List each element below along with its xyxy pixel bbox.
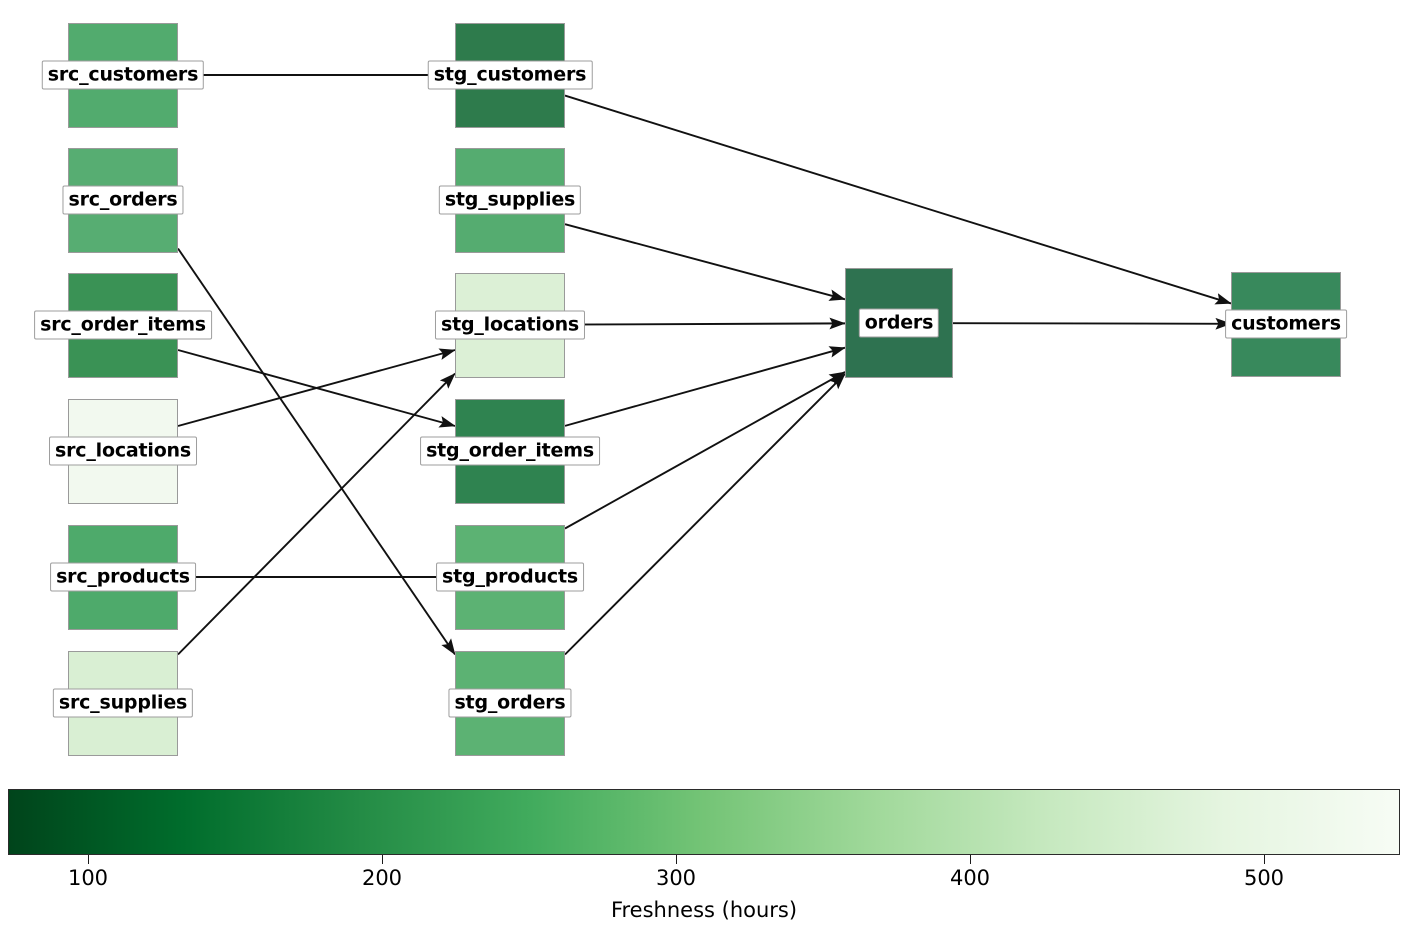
edge-stg_customers-to-customers (564, 94, 1232, 305)
node-label-stg_locations[interactable]: stg_locations (434, 310, 586, 340)
colorbar-tick-500 (1264, 855, 1266, 864)
colorbar-axis-label: Freshness (hours) (610, 898, 798, 922)
node-label-src_customers[interactable]: src_customers (41, 60, 205, 90)
freshness-colorbar[interactable] (8, 789, 1400, 855)
node-label-stg_customers[interactable]: stg_customers (427, 60, 593, 90)
colorbar-tick-label-500: 500 (1243, 866, 1285, 890)
colorbar-tick-100 (88, 855, 90, 864)
colorbar-tick-400 (970, 855, 972, 864)
node-label-src_locations[interactable]: src_locations (49, 436, 197, 466)
edge-stg_orders-to-orders (564, 373, 846, 656)
node-label-stg_supplies[interactable]: stg_supplies (438, 185, 582, 215)
colorbar-tick-label-100: 100 (67, 866, 109, 890)
edge-src_orders-to-stg_orders (177, 247, 456, 656)
node-label-src_supplies[interactable]: src_supplies (52, 688, 194, 718)
colorbar-tick-label-300: 300 (655, 866, 697, 890)
colorbar-gradient-strip (8, 789, 1400, 855)
colorbar-tick-label-200: 200 (361, 866, 403, 890)
edge-src_supplies-to-stg_locations (177, 372, 456, 656)
edge-stg_products-to-orders (564, 371, 846, 530)
node-label-stg_orders[interactable]: stg_orders (448, 688, 572, 718)
edge-src_locations-to-stg_locations (177, 348, 456, 427)
edge-group (177, 74, 1232, 656)
colorbar-tick-label-400: 400 (949, 866, 991, 890)
colorbar-tick-200 (382, 855, 384, 864)
node-label-src_order_items[interactable]: src_order_items (34, 310, 212, 340)
edge-orders-to-customers (952, 317, 1232, 330)
edge-stg_locations-to-orders (564, 317, 846, 330)
node-label-stg_order_items[interactable]: stg_order_items (420, 436, 600, 466)
node-label-src_products[interactable]: src_products (50, 562, 196, 592)
node-label-customers[interactable]: customers (1225, 309, 1347, 339)
node-label-src_orders[interactable]: src_orders (62, 185, 184, 215)
node-label-stg_products[interactable]: stg_products (436, 562, 584, 592)
edge-stg_supplies-to-orders (564, 223, 846, 301)
colorbar-tick-300 (676, 855, 678, 864)
node-label-orders[interactable]: orders (858, 308, 940, 338)
edge-stg_order_items-to-orders (564, 346, 846, 427)
